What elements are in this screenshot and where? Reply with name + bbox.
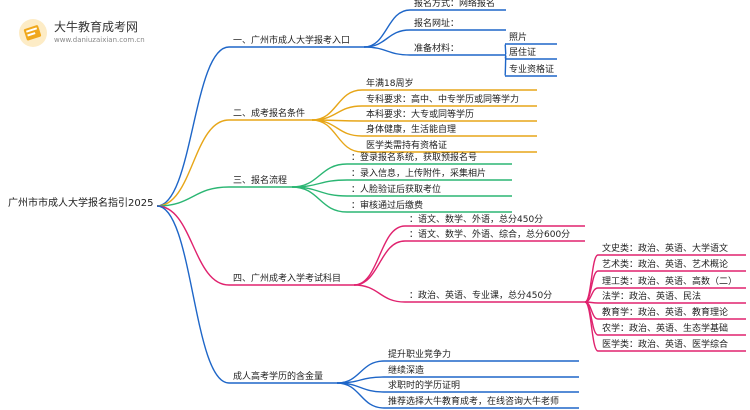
child-node: 提升职业竞争力 [388, 348, 451, 360]
child-node: 专科要求：高中、中专学历或同等学力 [366, 93, 519, 105]
grandchild-node: 法学：政治、英语、民法 [602, 290, 701, 302]
child-node: ：录入信息，上传附件，采集相片 [351, 167, 486, 179]
branch-connector [156, 205, 230, 286]
branch-node-3: 三、报名流程 [233, 174, 287, 186]
child-node: ：审核通过后缴费 [351, 199, 423, 211]
grandchild-node: 专业资格证 [509, 63, 554, 75]
grandchild-node: 文史类：政治、英语、大学语文 [602, 242, 728, 254]
branch-node-2: 二、成考报名条件 [233, 107, 305, 119]
child-connector [311, 105, 363, 121]
book-logo-icon [19, 19, 47, 47]
grandchild-node: 艺术类：政治、英语、艺术概论 [602, 258, 728, 270]
grandchild-node: 理工类：政治、英语、高数（二） [602, 275, 737, 287]
child-connector [353, 284, 406, 303]
site-logo: 大牛教育成考网 www.daniuzaixian.com.cn [14, 14, 194, 54]
grandchild-node: 照片 [509, 31, 527, 43]
child-connector [353, 225, 406, 286]
branch-node-5: 成人高考学历的含金量 [233, 370, 323, 382]
child-node: 报名方式：网络报名 [414, 0, 495, 9]
grandchild-node: 教育学：政治、英语、教育理论 [602, 306, 728, 318]
child-connector [353, 240, 406, 286]
child-connector [363, 9, 411, 48]
child-connector [336, 382, 385, 409]
child-node: 身体健康，生活能自理 [366, 123, 456, 135]
child-connector [311, 119, 363, 137]
branch-connector [156, 186, 230, 207]
site-name: 大牛教育成考网 [54, 20, 139, 34]
child-node: 报名网址： [414, 17, 459, 29]
branch-node-1: 一、广州市成人大学报考入口 [233, 34, 350, 46]
child-node: 推荐选择大牛教育成考，在线咨询大牛老师 [388, 395, 559, 407]
child-node: ：人脸验证后获取考位 [351, 183, 441, 195]
child-node: 年满18周岁 [366, 77, 413, 89]
child-node: ：登录报名系统，获取预报名号 [351, 151, 477, 163]
branch-node-4: 四、广州成考入学考试科目 [233, 272, 341, 284]
child-node: ：政治、英语、专业课，总分450分 [409, 289, 552, 301]
branch-connector [156, 205, 230, 384]
branch-connector [156, 119, 230, 207]
child-node: 本科要求：大专或同等学历 [366, 108, 474, 120]
branch-connector [156, 46, 230, 207]
grandchild-connector [584, 301, 599, 352]
child-connector [291, 186, 348, 213]
grandchild-connector [504, 54, 507, 77]
child-connector [363, 46, 411, 56]
child-node: 医学类需持有资格证 [366, 139, 447, 151]
root-node: 广州市市成人大学报名指引2025 [8, 196, 153, 209]
child-node: 求职时的学历证明 [388, 379, 460, 391]
grandchild-node: 居住证 [509, 46, 536, 58]
child-node: ：语文、数学、外语、综合，总分600分 [409, 228, 570, 240]
site-url: www.daniuzaixian.com.cn [54, 36, 145, 44]
child-node: ：语文、数学、外语，总分450分 [409, 213, 543, 225]
child-connector [311, 119, 363, 153]
grandchild-connector [504, 43, 507, 56]
grandchild-node: 农学：政治、英语、生态学基础 [602, 322, 728, 334]
child-node: 准备材料： [414, 42, 459, 54]
child-node: 继续深造 [388, 364, 424, 376]
child-connector [363, 29, 411, 48]
grandchild-node: 医学类：政治、英语、医学综合 [602, 338, 728, 350]
child-connector [336, 376, 385, 384]
child-connector [311, 89, 363, 121]
